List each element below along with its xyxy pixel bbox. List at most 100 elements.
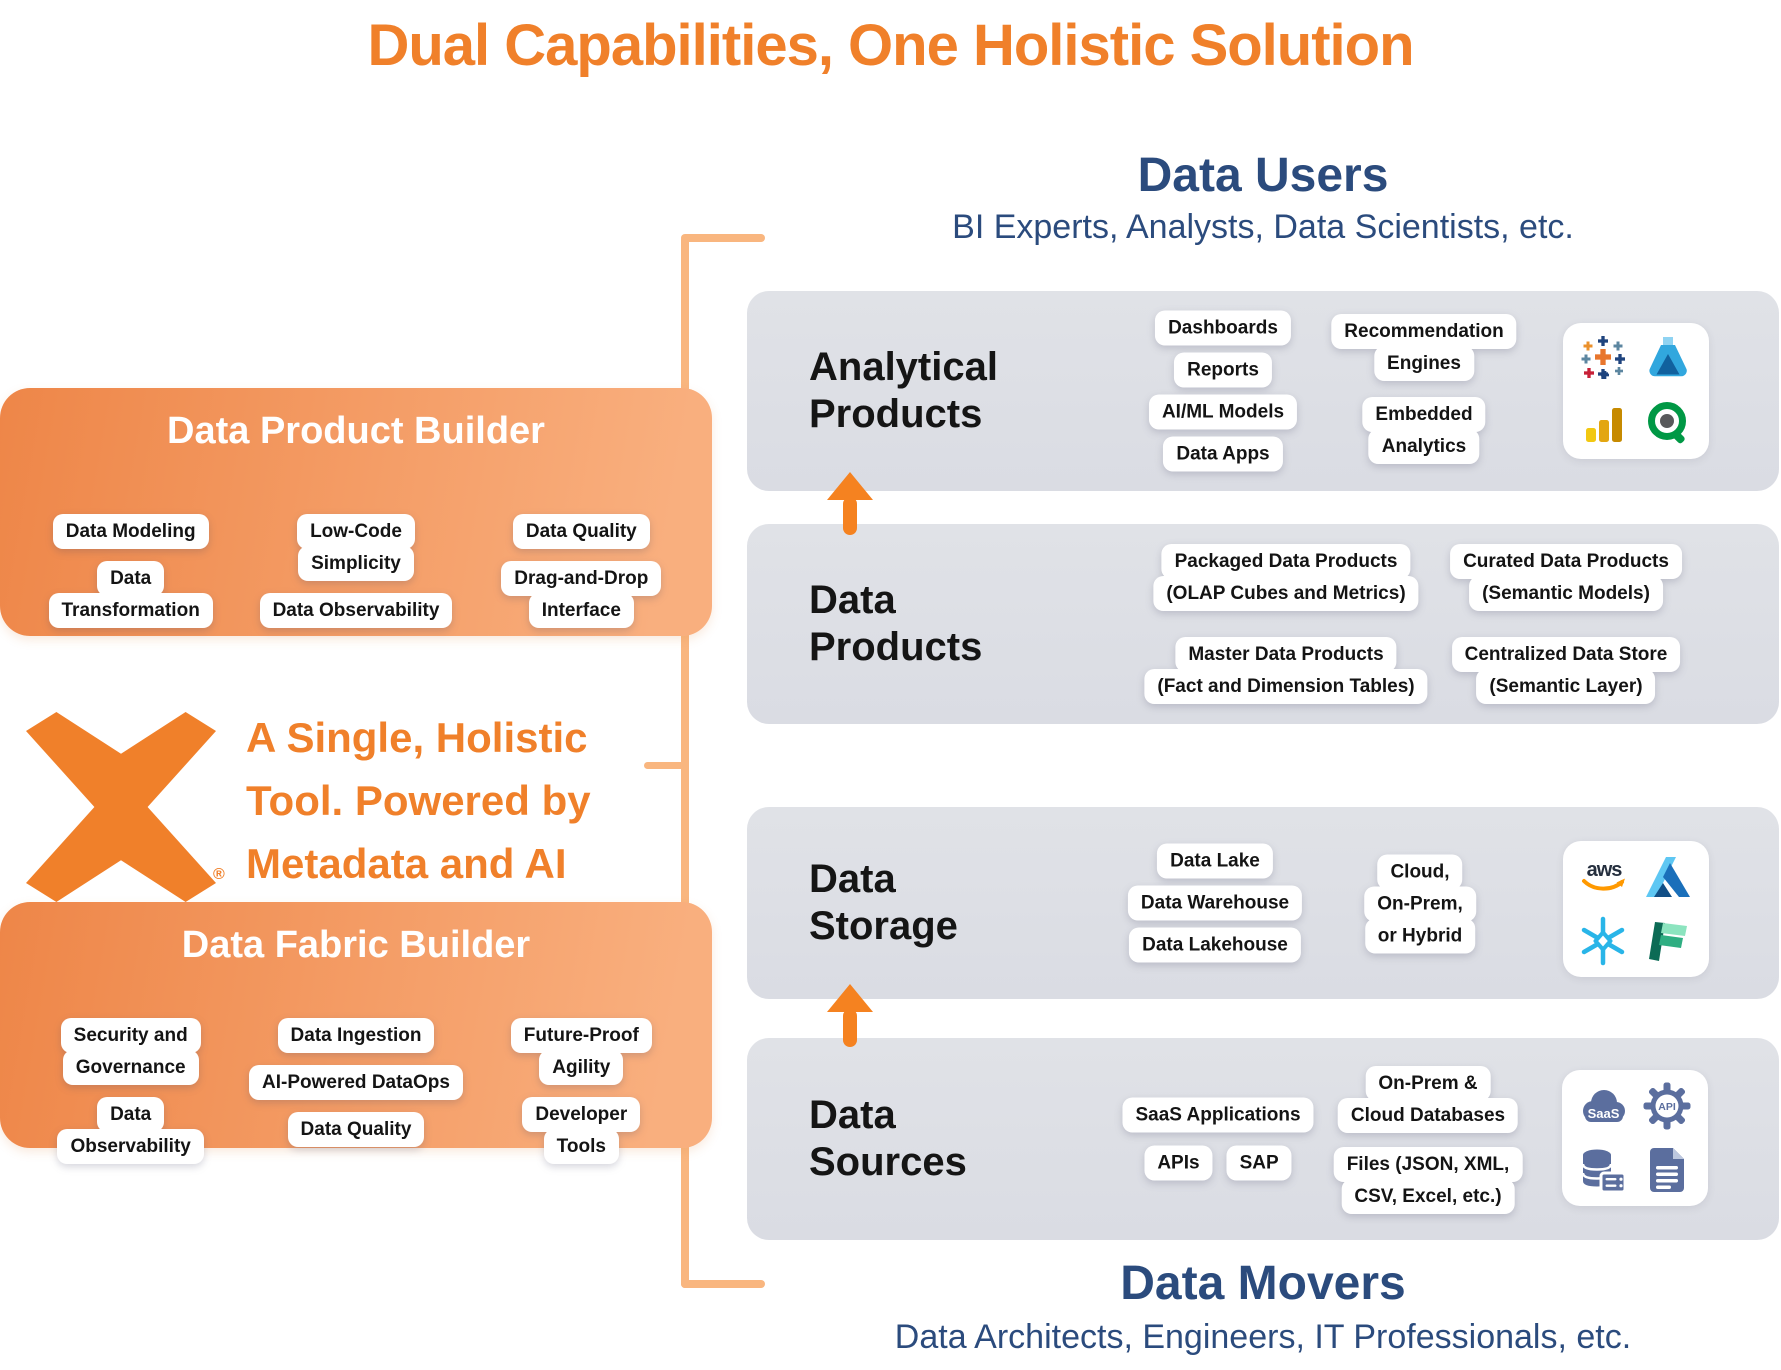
logo-card: aws (1563, 841, 1709, 977)
pill-row: Centralized Data Store(Semantic Layer) (1451, 637, 1681, 704)
arrow-head-icon (827, 472, 873, 500)
pill-line: Data (97, 561, 165, 596)
pill-on-prem-cloud-databases: On-Prem &Cloud Databases (1337, 1066, 1519, 1133)
pill-line: (Semantic Models) (1469, 576, 1663, 611)
pill-line: Governance (62, 1050, 199, 1085)
pill-curated-data-products-semantic-models: Curated Data Products(Semantic Models) (1450, 544, 1682, 611)
row-label-line: Data (809, 857, 896, 901)
pill-line: Data Warehouse (1127, 885, 1303, 921)
pill-line: AI-Powered DataOps (249, 1065, 463, 1100)
pill-line: Analytics (1368, 429, 1480, 464)
pill-line: Cloud Databases (1337, 1098, 1519, 1133)
row-label-line: Products (809, 625, 983, 669)
row-label-line: Storage (809, 904, 958, 948)
pill-line: Packaged Data Products (1161, 544, 1411, 579)
pill-row: Data Lake (1157, 843, 1273, 879)
connector-bracket-middle-tick (644, 762, 686, 769)
arrow-head-icon (827, 984, 873, 1012)
pill-line: Files (JSON, XML, (1333, 1147, 1523, 1182)
pill-line: On-Prem & (1365, 1066, 1491, 1101)
power-bi-icon (1572, 393, 1636, 453)
azure-icon (1636, 847, 1700, 907)
pill-line: (Semantic Layer) (1476, 669, 1656, 704)
pill-line: Centralized Data Store (1451, 637, 1681, 672)
pill-saas-applications: SaaS Applications (1122, 1097, 1314, 1133)
pill-line: Data Quality (512, 514, 650, 549)
pill-data-ingestion: Data Ingestion (277, 1018, 435, 1053)
pill-line: (Fact and Dimension Tables) (1144, 669, 1428, 704)
data-users-subtitle: BI Experts, Analysts, Data Scientists, e… (952, 208, 1574, 246)
builder-box-title: Data Fabric Builder (181, 924, 531, 966)
registered-trademark: ® (213, 866, 225, 883)
pill-row: Dashboards (1155, 310, 1291, 346)
pill-line: Engines (1374, 346, 1474, 381)
pill-cloud-on-prem-or-hybrid: Cloud,On-Prem,or Hybrid (1364, 854, 1476, 954)
timextender-x-logo (26, 712, 216, 902)
pill-line: Data (97, 1097, 165, 1132)
row-label-line: Data (809, 1093, 896, 1137)
holistic-tagline-line: Tool. Powered by (246, 777, 591, 824)
pill-row: On-Prem &Cloud Databases (1337, 1066, 1519, 1133)
pill-data-lake: Data Lake (1157, 843, 1273, 879)
qlik-icon (1636, 393, 1700, 453)
pill-line: Simplicity (298, 546, 414, 581)
azure-ml-icon (1636, 329, 1700, 389)
pill-line: CSV, Excel, etc.) (1341, 1179, 1515, 1214)
pill-line: Data Observability (259, 593, 453, 628)
pill-line: Agility (539, 1050, 624, 1085)
pill-reports: Reports (1174, 352, 1272, 388)
svg-text:aws: aws (1587, 859, 1623, 881)
pill-row: Curated Data Products(Semantic Models) (1450, 544, 1682, 611)
pill-data-lakehouse: Data Lakehouse (1129, 927, 1301, 963)
pill-line: Embedded (1362, 397, 1486, 432)
pill-line: Data Apps (1163, 436, 1283, 472)
pill-group: Curated Data Products(Semantic Models) Ce… (1450, 544, 1682, 704)
pill-files-json-xml-csv-excel-etc: Files (JSON, XML,CSV, Excel, etc.) (1333, 1147, 1523, 1214)
pill-row: Data Apps (1163, 436, 1283, 472)
pill-line: Transformation (48, 593, 213, 628)
pill-data-quality: Data Quality (512, 514, 650, 549)
pill-data-quality: Data Quality (287, 1112, 425, 1147)
pill-line: Low-Code (297, 514, 415, 549)
files-icon (1635, 1140, 1699, 1200)
connector-bracket-vertical-line (681, 236, 689, 1288)
pill-ai-powered-dataops: AI-Powered DataOps (249, 1065, 463, 1100)
pill-data-warehouse: Data Warehouse (1127, 885, 1303, 921)
data-movers-title: Data Movers (1120, 1257, 1406, 1310)
pill-row: SaaS Applications (1122, 1097, 1314, 1133)
holistic-tagline: A Single, Holistic Tool. Powered by Meta… (246, 706, 591, 895)
pill-line: Reports (1174, 352, 1272, 388)
pill-line: Drag-and-Drop (501, 561, 662, 596)
pill-line: AI/ML Models (1148, 394, 1298, 430)
pill-line: On-Prem, (1364, 886, 1476, 922)
holistic-tagline-line: Metadata and AI (246, 840, 567, 887)
pill-packaged-data-products-olap-cubes-and-metrics: Packaged Data Products(OLAP Cubes and Me… (1153, 544, 1419, 611)
pill-line: Curated Data Products (1450, 544, 1682, 579)
data-users-title: Data Users (1137, 149, 1389, 202)
logo-card (1563, 323, 1709, 459)
api-icon: API (1635, 1076, 1699, 1136)
pill-data-modeling: Data Modeling (52, 514, 209, 549)
